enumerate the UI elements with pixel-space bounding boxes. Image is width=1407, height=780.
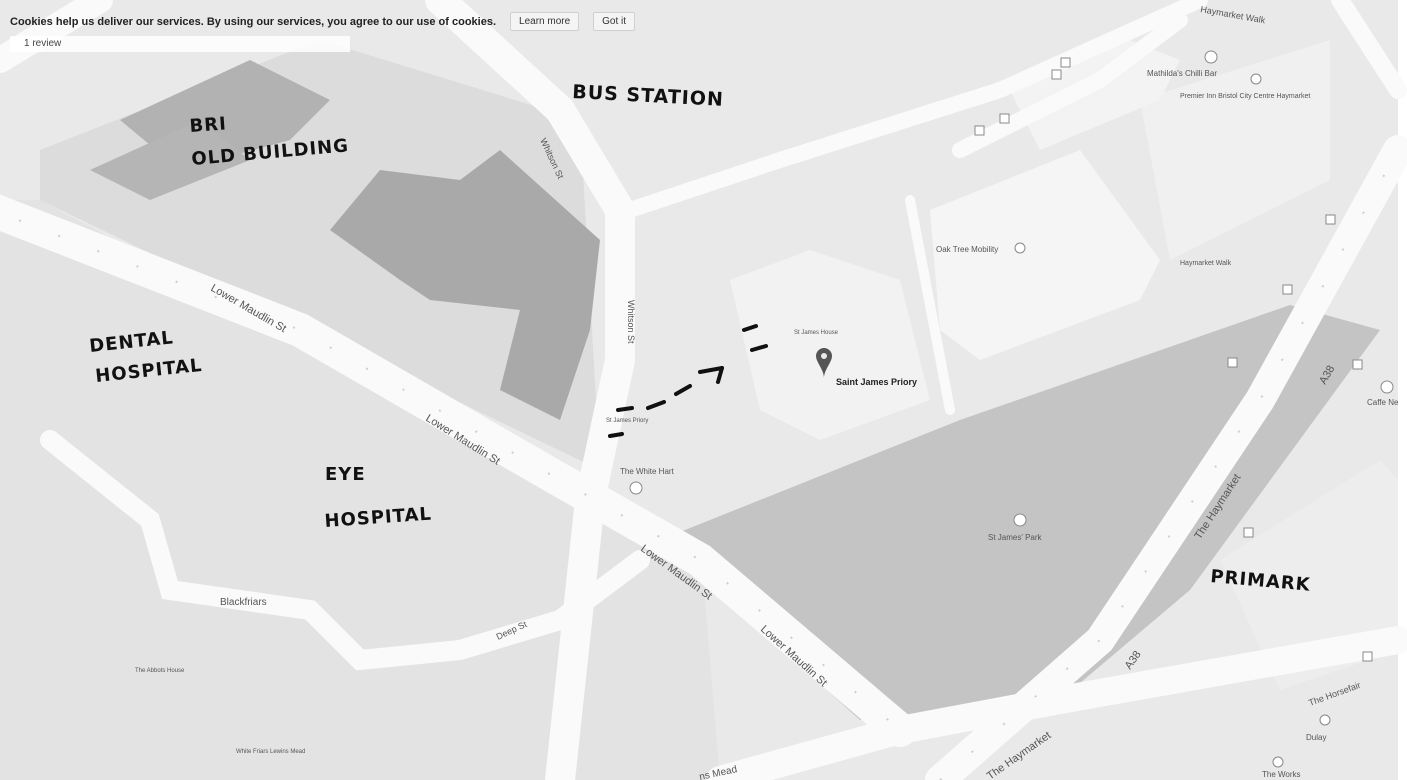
building-west (90, 120, 250, 200)
review-count[interactable]: 1 review (10, 36, 350, 52)
side-lane (905, 195, 955, 415)
bus-stop-icon[interactable] (999, 113, 1010, 124)
hand-drawn-arrow (608, 324, 768, 438)
bus-stop-icon[interactable] (974, 125, 985, 136)
lower-maudlin-road[interactable] (0, 194, 917, 747)
learn-more-button[interactable]: Learn more (510, 12, 580, 31)
shop-icon[interactable] (1319, 714, 1331, 726)
oak-tree-block (930, 150, 1160, 360)
wheelchair-icon (1014, 242, 1026, 254)
place-label[interactable]: St James' Park (988, 533, 1043, 542)
whitson-road[interactable] (425, 0, 635, 780)
annotation-bri: BRI (189, 113, 228, 137)
place-label[interactable]: The White Hart (620, 467, 675, 476)
bus-stop-icon[interactable] (1352, 359, 1363, 370)
bus-station-block (1010, 40, 1180, 150)
premier-inn-block (1140, 40, 1330, 260)
bus-stop-icon[interactable] (1051, 69, 1062, 80)
street-label: Blackfriars (220, 597, 267, 608)
bus-stop-icon[interactable] (1060, 57, 1071, 68)
bus-stop-icon[interactable] (1362, 651, 1373, 662)
haymarket-walk-road[interactable] (1331, 0, 1407, 99)
bus-stop-icon[interactable] (1227, 357, 1238, 368)
st-james-park[interactable] (660, 305, 1380, 720)
place-label: The Abbots House (135, 668, 185, 674)
selected-place-label[interactable]: Saint James Priory (836, 377, 917, 387)
restaurant-icon[interactable] (1204, 50, 1218, 64)
annotation-eye: EYE (325, 464, 366, 485)
hotel-icon[interactable] (1250, 73, 1262, 85)
bus-stop-icon[interactable] (1282, 284, 1293, 295)
street-label: Haymarket Walk (1180, 260, 1232, 267)
place-label[interactable]: Dulay (1306, 733, 1326, 742)
map-border (1398, 0, 1407, 780)
place-label[interactable]: Premier Inn Bristol City Centre Haymarke… (1180, 93, 1310, 100)
place-label: White Friars Lewins Mead (236, 749, 305, 755)
place-label[interactable]: Mathilda's Chilli Bar (1147, 69, 1217, 78)
park-icon[interactable] (1013, 513, 1027, 527)
bus-stop-icon[interactable] (1243, 527, 1254, 538)
st-james-house-block (730, 250, 930, 440)
place-label: St James House (794, 330, 839, 336)
location-pin-icon[interactable] (816, 348, 832, 378)
cannon-road[interactable] (952, 12, 1188, 158)
bus-stop-icon[interactable] (1325, 214, 1336, 225)
cookie-text: Cookies help us deliver our services. By… (10, 15, 497, 28)
bus-station-road[interactable] (622, 0, 1208, 218)
blackfriars-road[interactable] (40, 430, 650, 671)
cafe-icon[interactable] (1380, 380, 1394, 394)
cookie-banner: Cookies help us deliver our services. By… (10, 12, 636, 31)
place-label: St James Priory (606, 418, 648, 424)
got-it-button[interactable]: Got it (593, 12, 636, 31)
shop-icon[interactable] (1272, 756, 1284, 768)
bri-old-building (330, 150, 600, 420)
restaurant-icon[interactable] (629, 481, 643, 495)
place-label[interactable]: Caffe Ne (1367, 398, 1399, 407)
place-label[interactable]: Oak Tree Mobility (936, 245, 998, 254)
place-label[interactable]: The Works (1262, 770, 1301, 779)
primark-block (1220, 460, 1398, 690)
horsefair-road[interactable] (706, 626, 1407, 780)
street-label: Whitson St (626, 300, 636, 344)
